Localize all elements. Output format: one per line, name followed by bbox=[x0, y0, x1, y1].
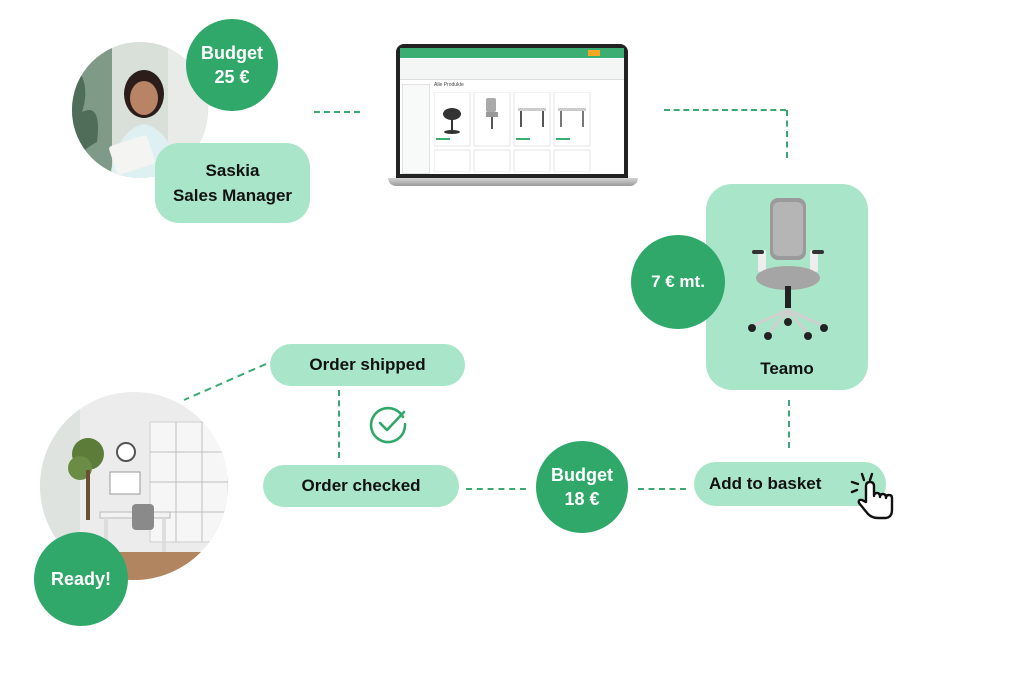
budget-value: 25 € bbox=[214, 67, 250, 87]
ready-badge: Ready! bbox=[34, 532, 128, 626]
person-role: Sales Manager bbox=[172, 186, 293, 205]
person-budget-badge: Budget 25 € bbox=[186, 19, 278, 111]
shop-header-bar bbox=[400, 48, 624, 58]
connector-shipped-room bbox=[183, 363, 267, 401]
product-price: 7 € mt. bbox=[651, 271, 705, 291]
laptop-base bbox=[388, 178, 638, 186]
product-name: Teamo bbox=[760, 359, 814, 378]
order-checked-step: Order checked bbox=[263, 465, 459, 507]
remaining-budget-label: Budget bbox=[551, 464, 613, 485]
shop-sidebar bbox=[402, 84, 430, 174]
connector-down-to-product bbox=[786, 110, 788, 158]
product-price-badge: 7 € mt. bbox=[631, 235, 725, 329]
connector-checked-shipped bbox=[338, 390, 340, 458]
remaining-budget-badge: Budget 18 € bbox=[536, 441, 628, 533]
connector-product-basket bbox=[788, 400, 790, 448]
laptop-screen: Alle Produkte bbox=[396, 44, 628, 178]
ready-label: Ready! bbox=[50, 568, 112, 589]
remaining-budget-value: 18 € bbox=[564, 489, 600, 509]
add-to-basket-button[interactable]: Add to basket bbox=[694, 462, 886, 506]
product-card: Teamo bbox=[706, 184, 868, 390]
connector-laptop-right bbox=[664, 109, 786, 111]
connector-budget-checked bbox=[466, 488, 526, 490]
cursor-click-icon bbox=[850, 472, 894, 520]
budget-label: Budget bbox=[201, 42, 263, 63]
connector-person-laptop bbox=[314, 111, 360, 113]
checkmark-circle-icon bbox=[369, 406, 407, 444]
shop-category-row bbox=[400, 59, 624, 80]
shop-cart-button bbox=[588, 50, 600, 56]
shop-heading: Alle Produkte bbox=[434, 82, 464, 88]
person-name: Saskia bbox=[205, 160, 260, 180]
order-checked-label: Order checked bbox=[301, 476, 421, 495]
person-name-card: Saskia Sales Manager bbox=[155, 143, 310, 223]
shop-page: Alle Produkte bbox=[400, 48, 624, 174]
laptop-icon: Alle Produkte bbox=[388, 44, 638, 194]
order-shipped-step: Order shipped bbox=[270, 344, 465, 386]
add-to-basket-label: Add to basket bbox=[709, 474, 822, 493]
order-shipped-label: Order shipped bbox=[309, 355, 426, 374]
office-chair-icon bbox=[748, 198, 828, 340]
shop-product-grid bbox=[434, 92, 591, 172]
connector-basket-budget bbox=[638, 488, 686, 490]
